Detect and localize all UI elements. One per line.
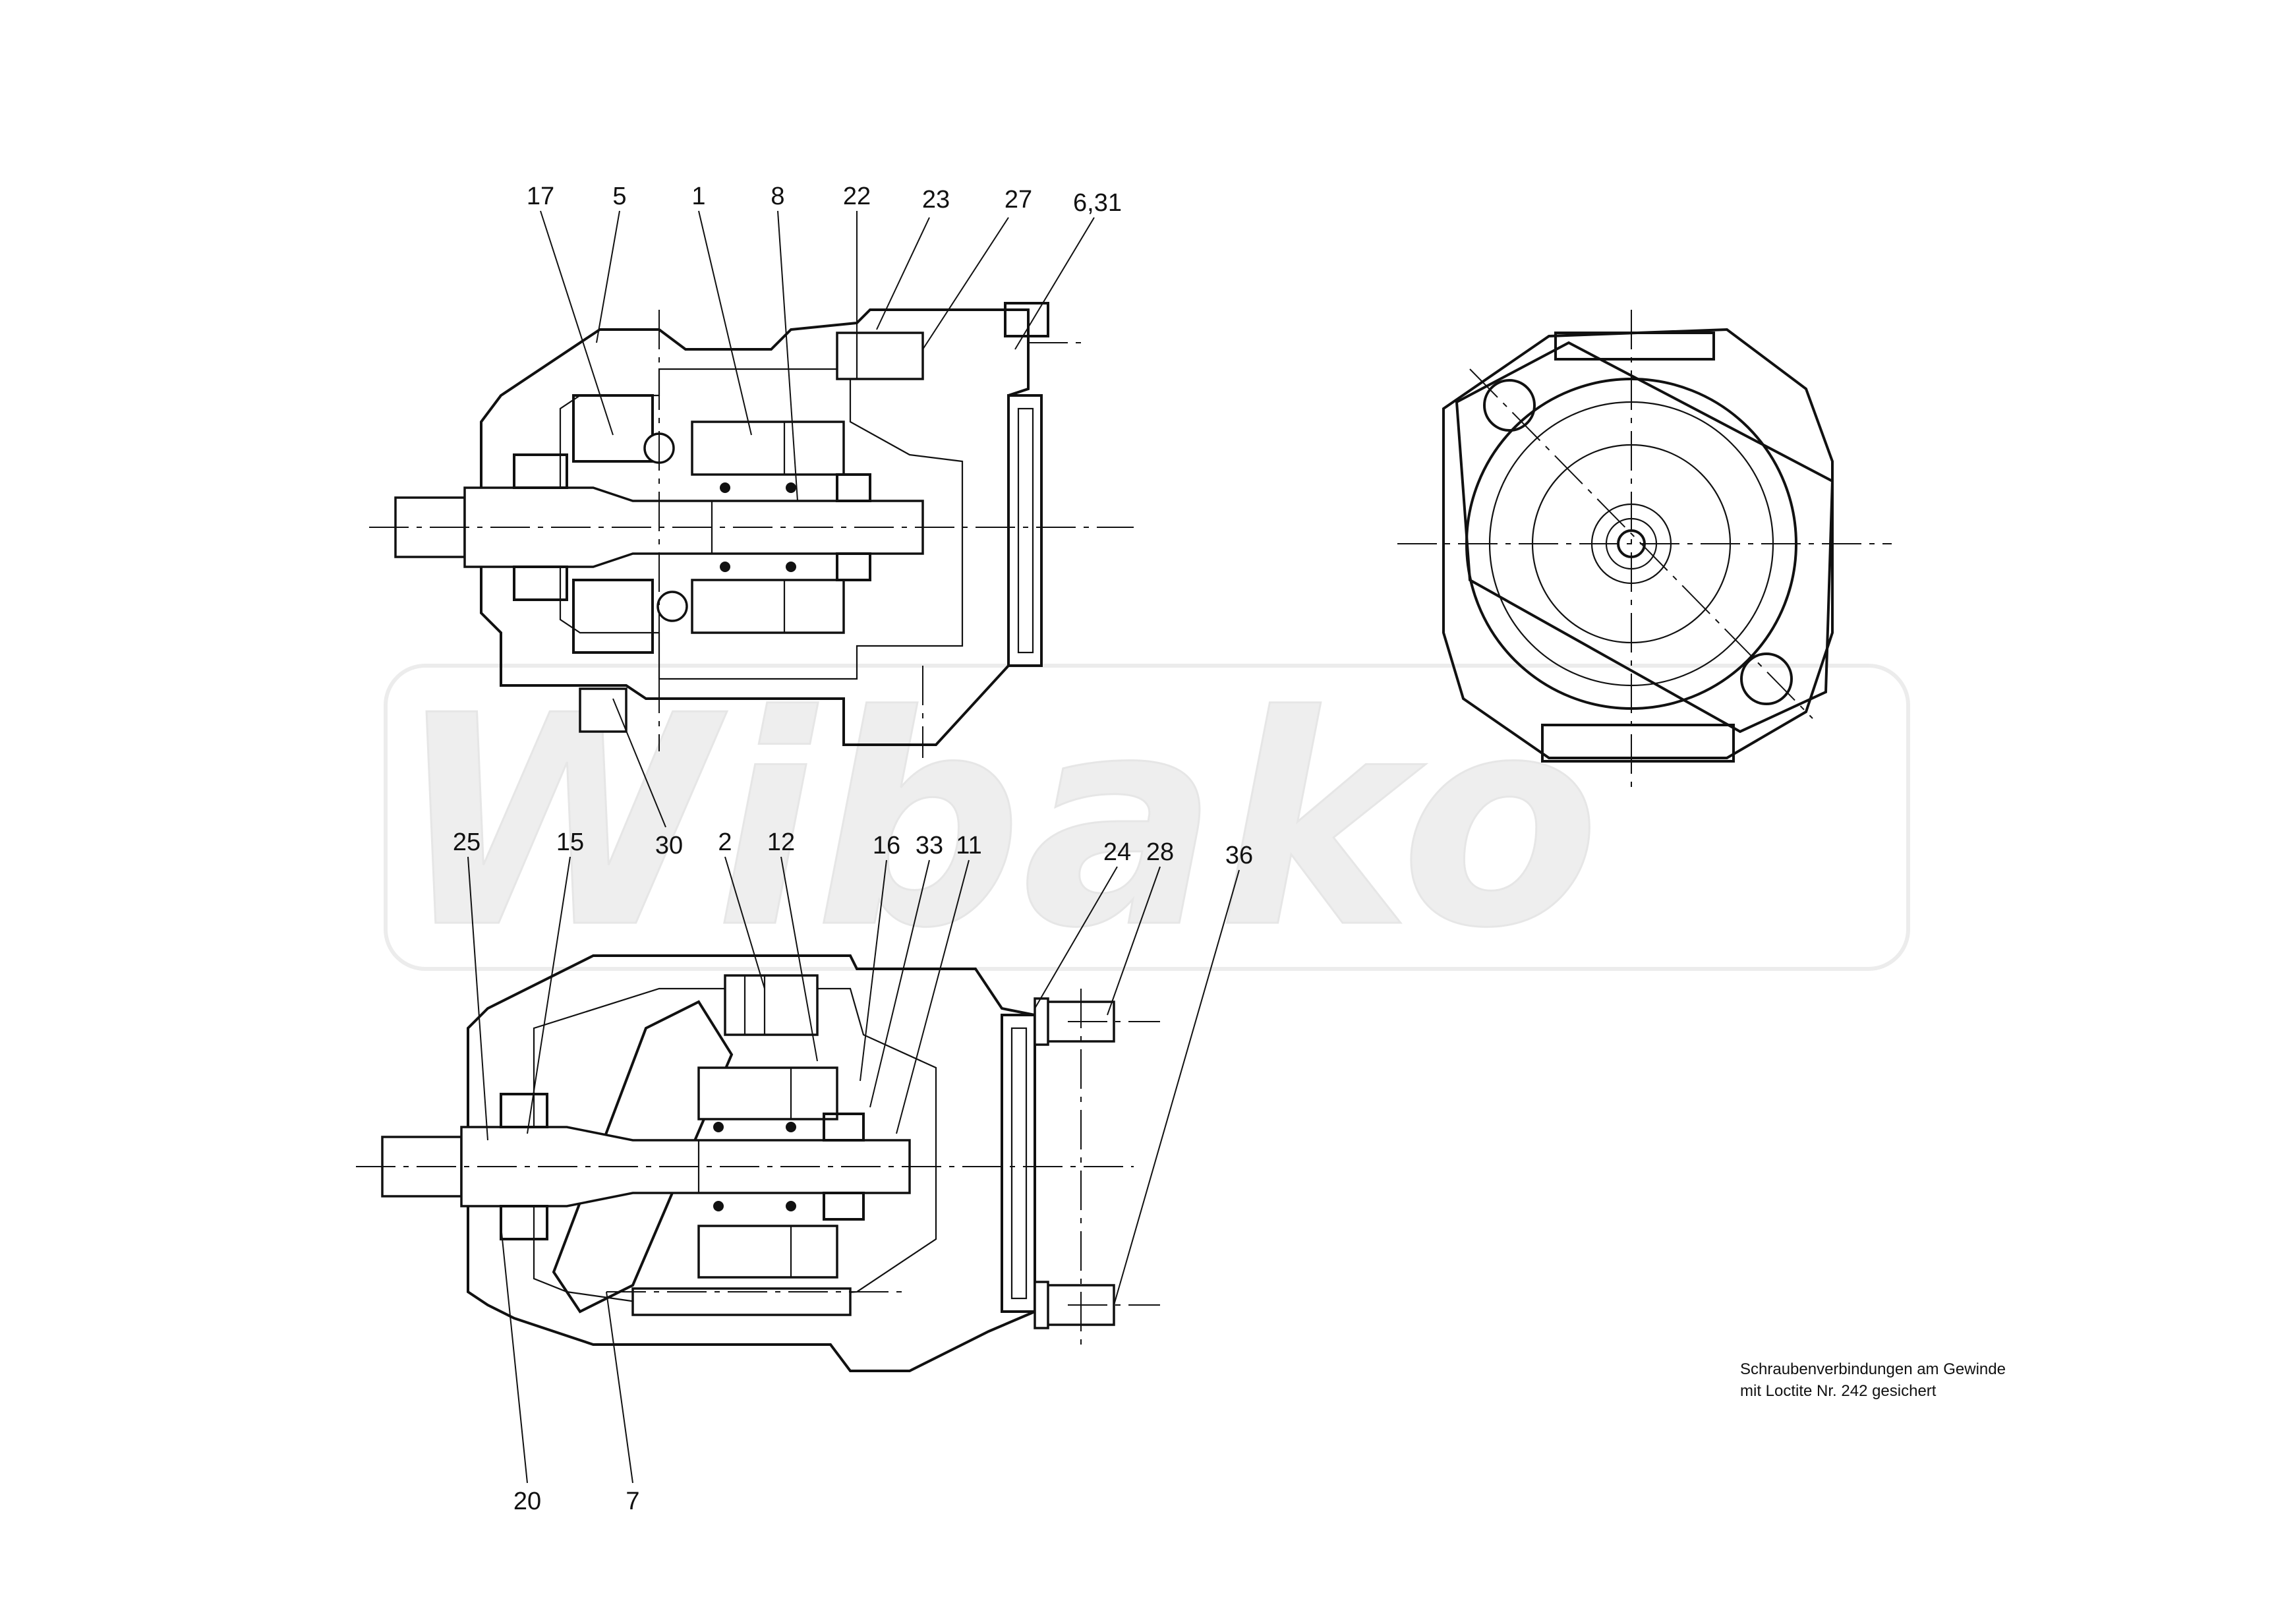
- callout-28: 28: [1146, 838, 1174, 866]
- top-callouts: 17 5 1 8 22 23 27 6,31 30: [527, 183, 1122, 859]
- bottom-section-view: [356, 954, 1160, 1372]
- callout-20: 20: [513, 1488, 541, 1515]
- note-line-1: Schraubenverbindungen am Gewinde: [1740, 1360, 2006, 1378]
- watermark-text: Wibako: [395, 654, 1600, 991]
- callout-22: 22: [843, 183, 871, 210]
- callout-6-31: 6,31: [1073, 189, 1122, 217]
- callout-8: 8: [771, 183, 784, 210]
- callout-12: 12: [767, 828, 795, 856]
- top-section-view: [369, 302, 1134, 758]
- callout-16: 16: [873, 832, 900, 859]
- callout-25: 25: [453, 828, 481, 856]
- callout-33: 33: [916, 832, 943, 859]
- callout-2: 2: [718, 828, 732, 856]
- bottom-callouts: 25 15 2 12 16 33 11 24 28 36 20 7: [453, 828, 1253, 1515]
- callout-24: 24: [1103, 838, 1131, 866]
- callout-36: 36: [1225, 842, 1253, 869]
- leader-lines: [467, 210, 1240, 1484]
- callout-15: 15: [556, 828, 584, 856]
- callout-17: 17: [527, 183, 554, 210]
- assembly-note: Schraubenverbindungen am Gewinde mit Loc…: [1740, 1360, 2006, 1400]
- callout-11: 11: [956, 832, 981, 859]
- callout-1: 1: [691, 183, 705, 210]
- front-view: [1397, 310, 1892, 791]
- note-line-2: mit Loctite Nr. 242 gesichert: [1740, 1382, 1937, 1400]
- callout-7: 7: [626, 1488, 639, 1515]
- callout-30: 30: [655, 832, 683, 859]
- callout-27: 27: [1005, 186, 1032, 214]
- callout-5: 5: [612, 183, 626, 210]
- callout-23: 23: [922, 186, 950, 214]
